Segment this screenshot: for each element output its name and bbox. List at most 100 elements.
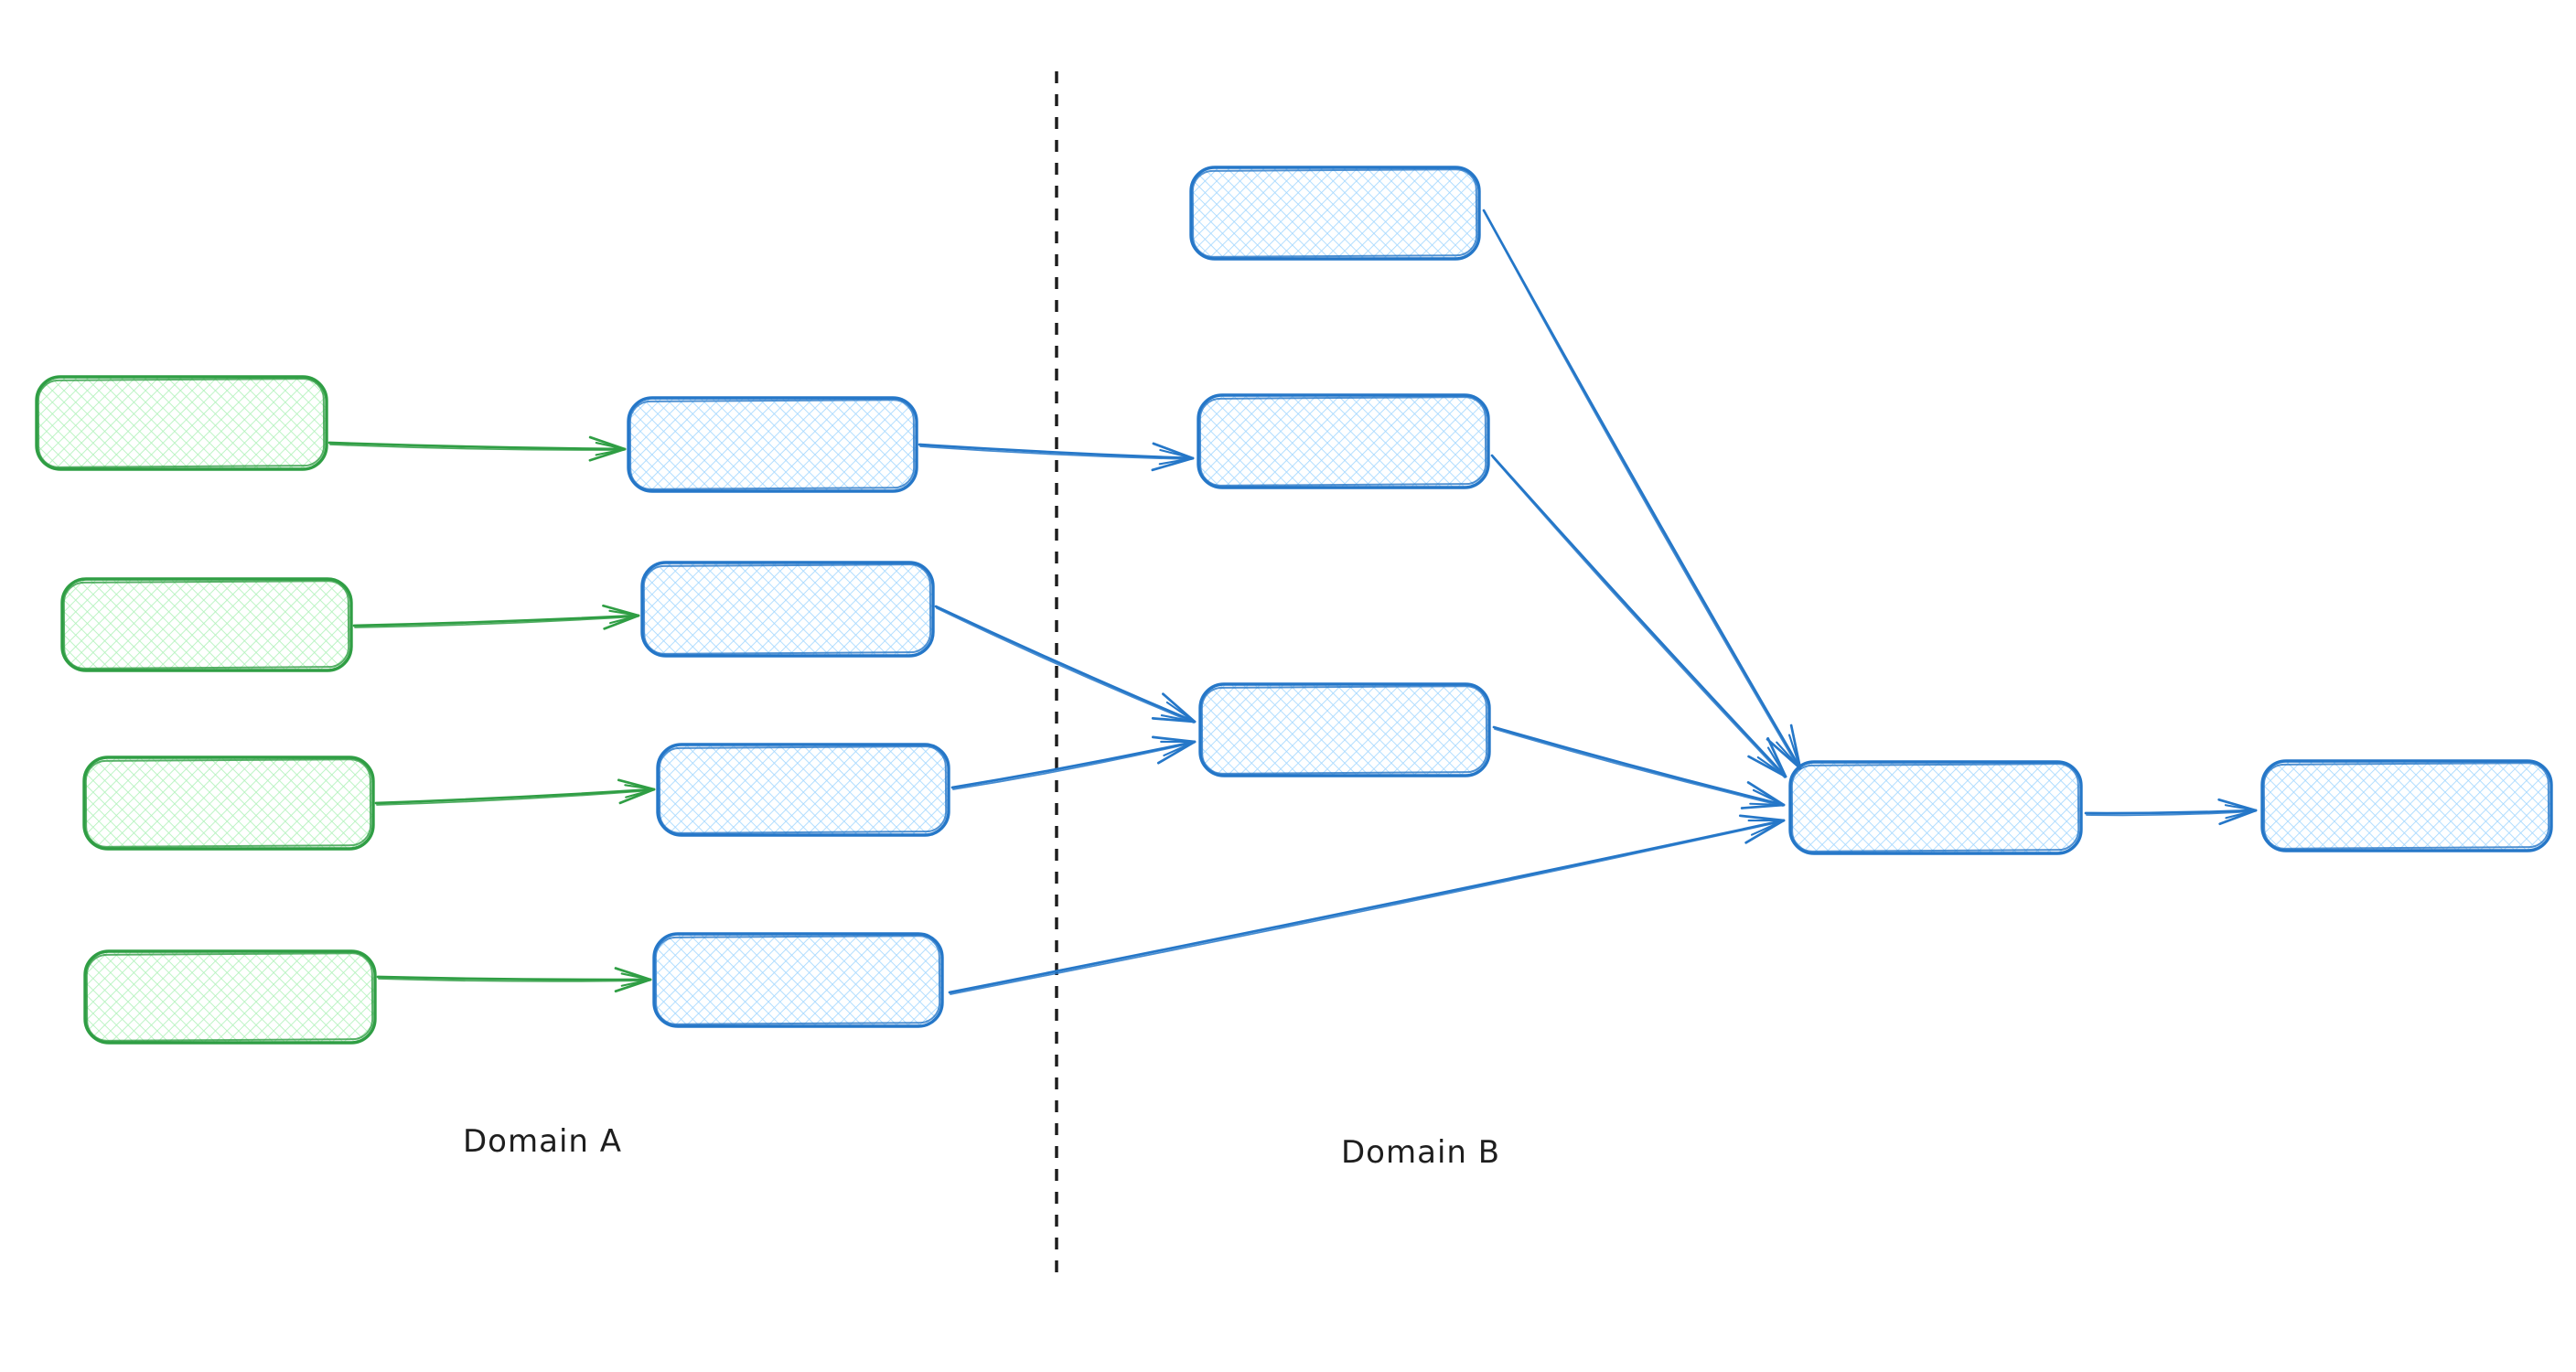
node-sketch-outline <box>654 935 941 1025</box>
edge-shaft-sketch <box>2086 810 2256 817</box>
edge-arrowhead <box>1750 819 1786 836</box>
edge-green4-blue4 <box>376 967 652 993</box>
edge-arrowhead <box>1165 701 1197 724</box>
edge-green2-blue2 <box>352 604 640 630</box>
edge-shaft-sketch <box>1494 728 1784 807</box>
node-body <box>1198 682 1491 777</box>
node-body <box>1788 760 2083 855</box>
edge-arrowhead <box>595 447 627 456</box>
node-body <box>60 577 353 672</box>
edge-arrowhead <box>608 609 640 617</box>
blue-mid-box-2 <box>640 561 935 658</box>
edge-shaft <box>918 443 1195 460</box>
node-body <box>627 396 918 493</box>
edge-shaft-sketch <box>1492 456 1786 778</box>
edge-domainb1-hub <box>1482 209 1802 770</box>
edge-arrowhead <box>595 441 627 451</box>
edge-blue3-domainb3 <box>950 735 1197 790</box>
node-body <box>656 743 950 837</box>
edge-arrowhead <box>620 978 652 987</box>
edge-arrowhead <box>1749 802 1786 807</box>
edge-arrowhead <box>2224 804 2258 812</box>
edge-arrowhead <box>1160 714 1197 724</box>
edge-arrowhead <box>1766 746 1787 778</box>
edge-arrowhead <box>1752 788 1786 807</box>
edge-shaft-sketch <box>936 607 1195 724</box>
edge-arrowhead <box>625 788 656 799</box>
node-sketch-outline <box>1790 763 2080 852</box>
edge-shaft-sketch <box>376 789 654 806</box>
domain-a-label: Domain A <box>463 1123 622 1160</box>
blue-mid-box-1 <box>627 396 918 493</box>
node-body <box>83 949 377 1045</box>
node-sketch-outline <box>37 378 326 468</box>
edge-arrowhead <box>624 784 656 791</box>
edge-shaft <box>934 605 1197 724</box>
edge-blue1-domainb2 <box>918 442 1195 472</box>
edge-shaft <box>376 975 652 981</box>
domain-b-label: Domain B <box>1341 1134 1501 1171</box>
node-sketch-outline <box>62 580 350 670</box>
edge-shaft-sketch <box>329 444 625 451</box>
domain-b-box-1 <box>1189 166 1481 261</box>
edge-shaft-sketch <box>378 978 650 982</box>
green-box-3 <box>82 756 375 851</box>
node-sketch-outline <box>84 758 372 848</box>
node-body <box>82 756 375 851</box>
node-body <box>652 932 944 1028</box>
edge-domainb3-hub <box>1492 725 1786 809</box>
edge-blue4-hub <box>948 814 1786 995</box>
node-body <box>35 375 328 471</box>
edge-shaft <box>327 441 627 451</box>
edge-arrowhead <box>1776 741 1802 770</box>
edge-shaft <box>948 819 1786 994</box>
edge-hub-output <box>2084 798 2258 826</box>
node-body <box>1197 393 1490 489</box>
green-box-2 <box>60 577 353 672</box>
green-box-4 <box>83 949 377 1045</box>
output-box <box>2260 759 2553 852</box>
green-box-1 <box>35 375 328 471</box>
node-sketch-outline <box>1200 685 1488 775</box>
edge-blue2-domainb3 <box>934 605 1197 724</box>
edge-arrowhead <box>1158 456 1195 466</box>
node-sketch-outline <box>628 399 916 490</box>
node-sketch-outline <box>1198 396 1487 487</box>
edge-shaft <box>1492 725 1786 807</box>
node-sketch-outline <box>2262 762 2550 850</box>
edge-shaft <box>950 740 1197 789</box>
edge-shaft-sketch <box>952 742 1195 790</box>
edge-shaft-sketch <box>1484 211 1800 770</box>
domain-b-box-3 <box>1198 682 1491 777</box>
edge-arrowhead <box>620 972 652 981</box>
edge-arrowhead <box>1163 740 1197 757</box>
node-sketch-outline <box>658 745 948 834</box>
edge-shaft-sketch <box>354 616 639 628</box>
blue-mid-box-3 <box>656 743 950 837</box>
blue-mid-box-4 <box>652 932 944 1028</box>
node-body <box>640 561 935 658</box>
edge-green1-blue1 <box>327 435 627 462</box>
edge-domainb2-hub <box>1490 454 1787 778</box>
domain-b-box-2 <box>1197 393 1490 489</box>
edge-shaft <box>1490 454 1787 778</box>
node-body <box>1189 166 1481 261</box>
edge-arrowhead <box>2225 809 2258 820</box>
node-sketch-outline <box>642 563 932 655</box>
edge-shaft <box>2084 809 2258 815</box>
edge-shaft <box>352 614 640 627</box>
diagram-content <box>35 71 2553 1282</box>
edge-shaft <box>1482 209 1802 770</box>
node-sketch-outline <box>85 952 374 1042</box>
edge-shaft-sketch <box>950 820 1784 995</box>
edge-shaft <box>374 788 656 805</box>
node-body <box>2260 759 2553 852</box>
edge-arrowhead <box>1159 448 1195 460</box>
edge-arrowhead <box>1756 756 1787 778</box>
edge-green3-blue3 <box>374 778 656 806</box>
node-sketch-outline <box>1191 168 1478 258</box>
edge-arrowhead <box>609 614 640 625</box>
edge-shaft-sketch <box>919 445 1193 460</box>
